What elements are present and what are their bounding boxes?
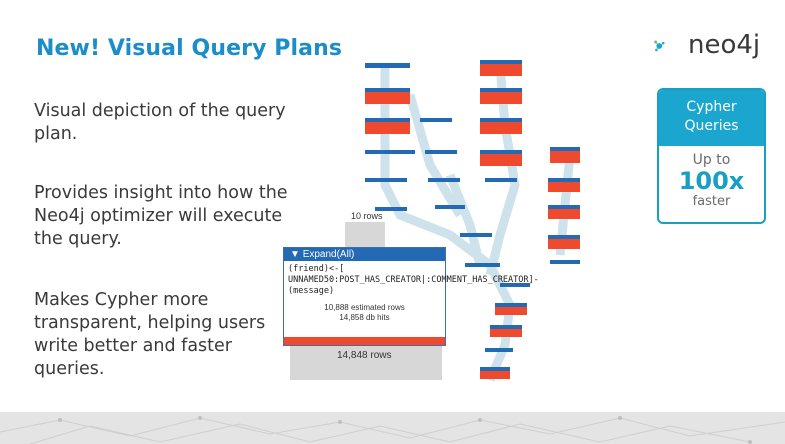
expand-operator-title: Expand(All) bbox=[302, 249, 355, 260]
plan-operator bbox=[480, 88, 522, 92]
plan-operator bbox=[365, 178, 407, 182]
plan-operator bbox=[485, 178, 517, 182]
plan-operator bbox=[490, 325, 522, 329]
plan-operator bbox=[485, 348, 513, 352]
plan-operator bbox=[480, 122, 522, 134]
plan-operator bbox=[480, 367, 510, 371]
plan-operator bbox=[480, 150, 522, 154]
plan-operator bbox=[365, 122, 410, 134]
plan-operator bbox=[548, 239, 580, 249]
bullet-optimizer-insight: Provides insight into how the Neo4j opti… bbox=[34, 183, 288, 249]
upper-rows-label: 10 rows bbox=[351, 211, 383, 221]
rows-flow-upper bbox=[345, 222, 385, 248]
plan-operator bbox=[548, 209, 580, 219]
plan-operator bbox=[420, 118, 452, 122]
badge-caption: faster bbox=[692, 194, 731, 209]
expand-operator-detail[interactable]: ▼ Expand(All) (friend)<-[ UNNAMED50:POST… bbox=[283, 247, 539, 346]
plan-operator bbox=[500, 283, 530, 287]
plan-operator bbox=[365, 88, 410, 92]
footer-network-pattern bbox=[0, 416, 785, 444]
footer-band bbox=[0, 412, 785, 444]
badge-title-line1: Cypher bbox=[686, 99, 737, 115]
plan-operator bbox=[495, 303, 527, 307]
plan-operator bbox=[480, 92, 522, 104]
plan-operator bbox=[425, 150, 457, 154]
neo4j-logo-icon bbox=[654, 40, 665, 52]
rows-flow-lower bbox=[290, 346, 442, 380]
plan-operator bbox=[480, 60, 522, 64]
bullet-visual-depiction: Visual depiction of the query plan. bbox=[34, 101, 286, 144]
plan-operator bbox=[548, 235, 580, 239]
plan-operator bbox=[365, 118, 410, 122]
plan-operators bbox=[365, 60, 580, 379]
plan-operator bbox=[480, 64, 522, 76]
cypher-speed-badge: Cypher Queries Up to 100x faster bbox=[657, 88, 766, 224]
plan-operator bbox=[435, 205, 465, 209]
plan-operator bbox=[375, 207, 407, 211]
expand-operator-header: ▼ Expand(All) bbox=[284, 248, 445, 261]
estimated-rows: 10,888 estimated rows bbox=[324, 303, 405, 312]
badge-value: 100x bbox=[678, 167, 745, 195]
plan-operator bbox=[365, 63, 410, 68]
db-hits: 14,858 db hits bbox=[339, 313, 390, 322]
plan-operator bbox=[480, 371, 510, 379]
expand-operator-footer bbox=[284, 337, 445, 345]
neo4j-wordmark: neo4j bbox=[688, 30, 761, 60]
plan-operator bbox=[460, 233, 492, 237]
badge-title-line2: Queries bbox=[684, 118, 739, 134]
plan-operator bbox=[548, 182, 580, 192]
plan-operator bbox=[548, 205, 580, 209]
plan-operator bbox=[550, 260, 580, 264]
badge-up-to: Up to bbox=[692, 152, 731, 168]
plan-operator bbox=[480, 118, 522, 122]
plan-operator bbox=[490, 329, 522, 337]
plan-operator bbox=[550, 147, 580, 151]
badge-header: Cypher Queries bbox=[659, 90, 764, 146]
plan-operator bbox=[550, 151, 580, 163]
lower-rows-label: 14,848 rows bbox=[337, 350, 392, 361]
plan-operator bbox=[480, 154, 522, 166]
plan-flow-paths bbox=[380, 64, 575, 382]
plan-operator bbox=[465, 263, 500, 267]
slide-title: New! Visual Query Plans bbox=[36, 36, 343, 61]
plan-operator bbox=[548, 178, 580, 182]
bullet-transparency: Makes Cypher more transparent, helping u… bbox=[34, 290, 266, 379]
plan-operator bbox=[428, 178, 460, 182]
plan-operator bbox=[495, 307, 527, 315]
expand-operator-query: (friend)<-[ UNNAMED50:POST_HAS_CREATOR|:… bbox=[288, 264, 539, 296]
triangle-down-icon: ▼ bbox=[290, 249, 303, 260]
query-plan-diagram bbox=[365, 60, 580, 382]
plan-operator bbox=[365, 150, 415, 154]
plan-operator bbox=[365, 92, 410, 104]
